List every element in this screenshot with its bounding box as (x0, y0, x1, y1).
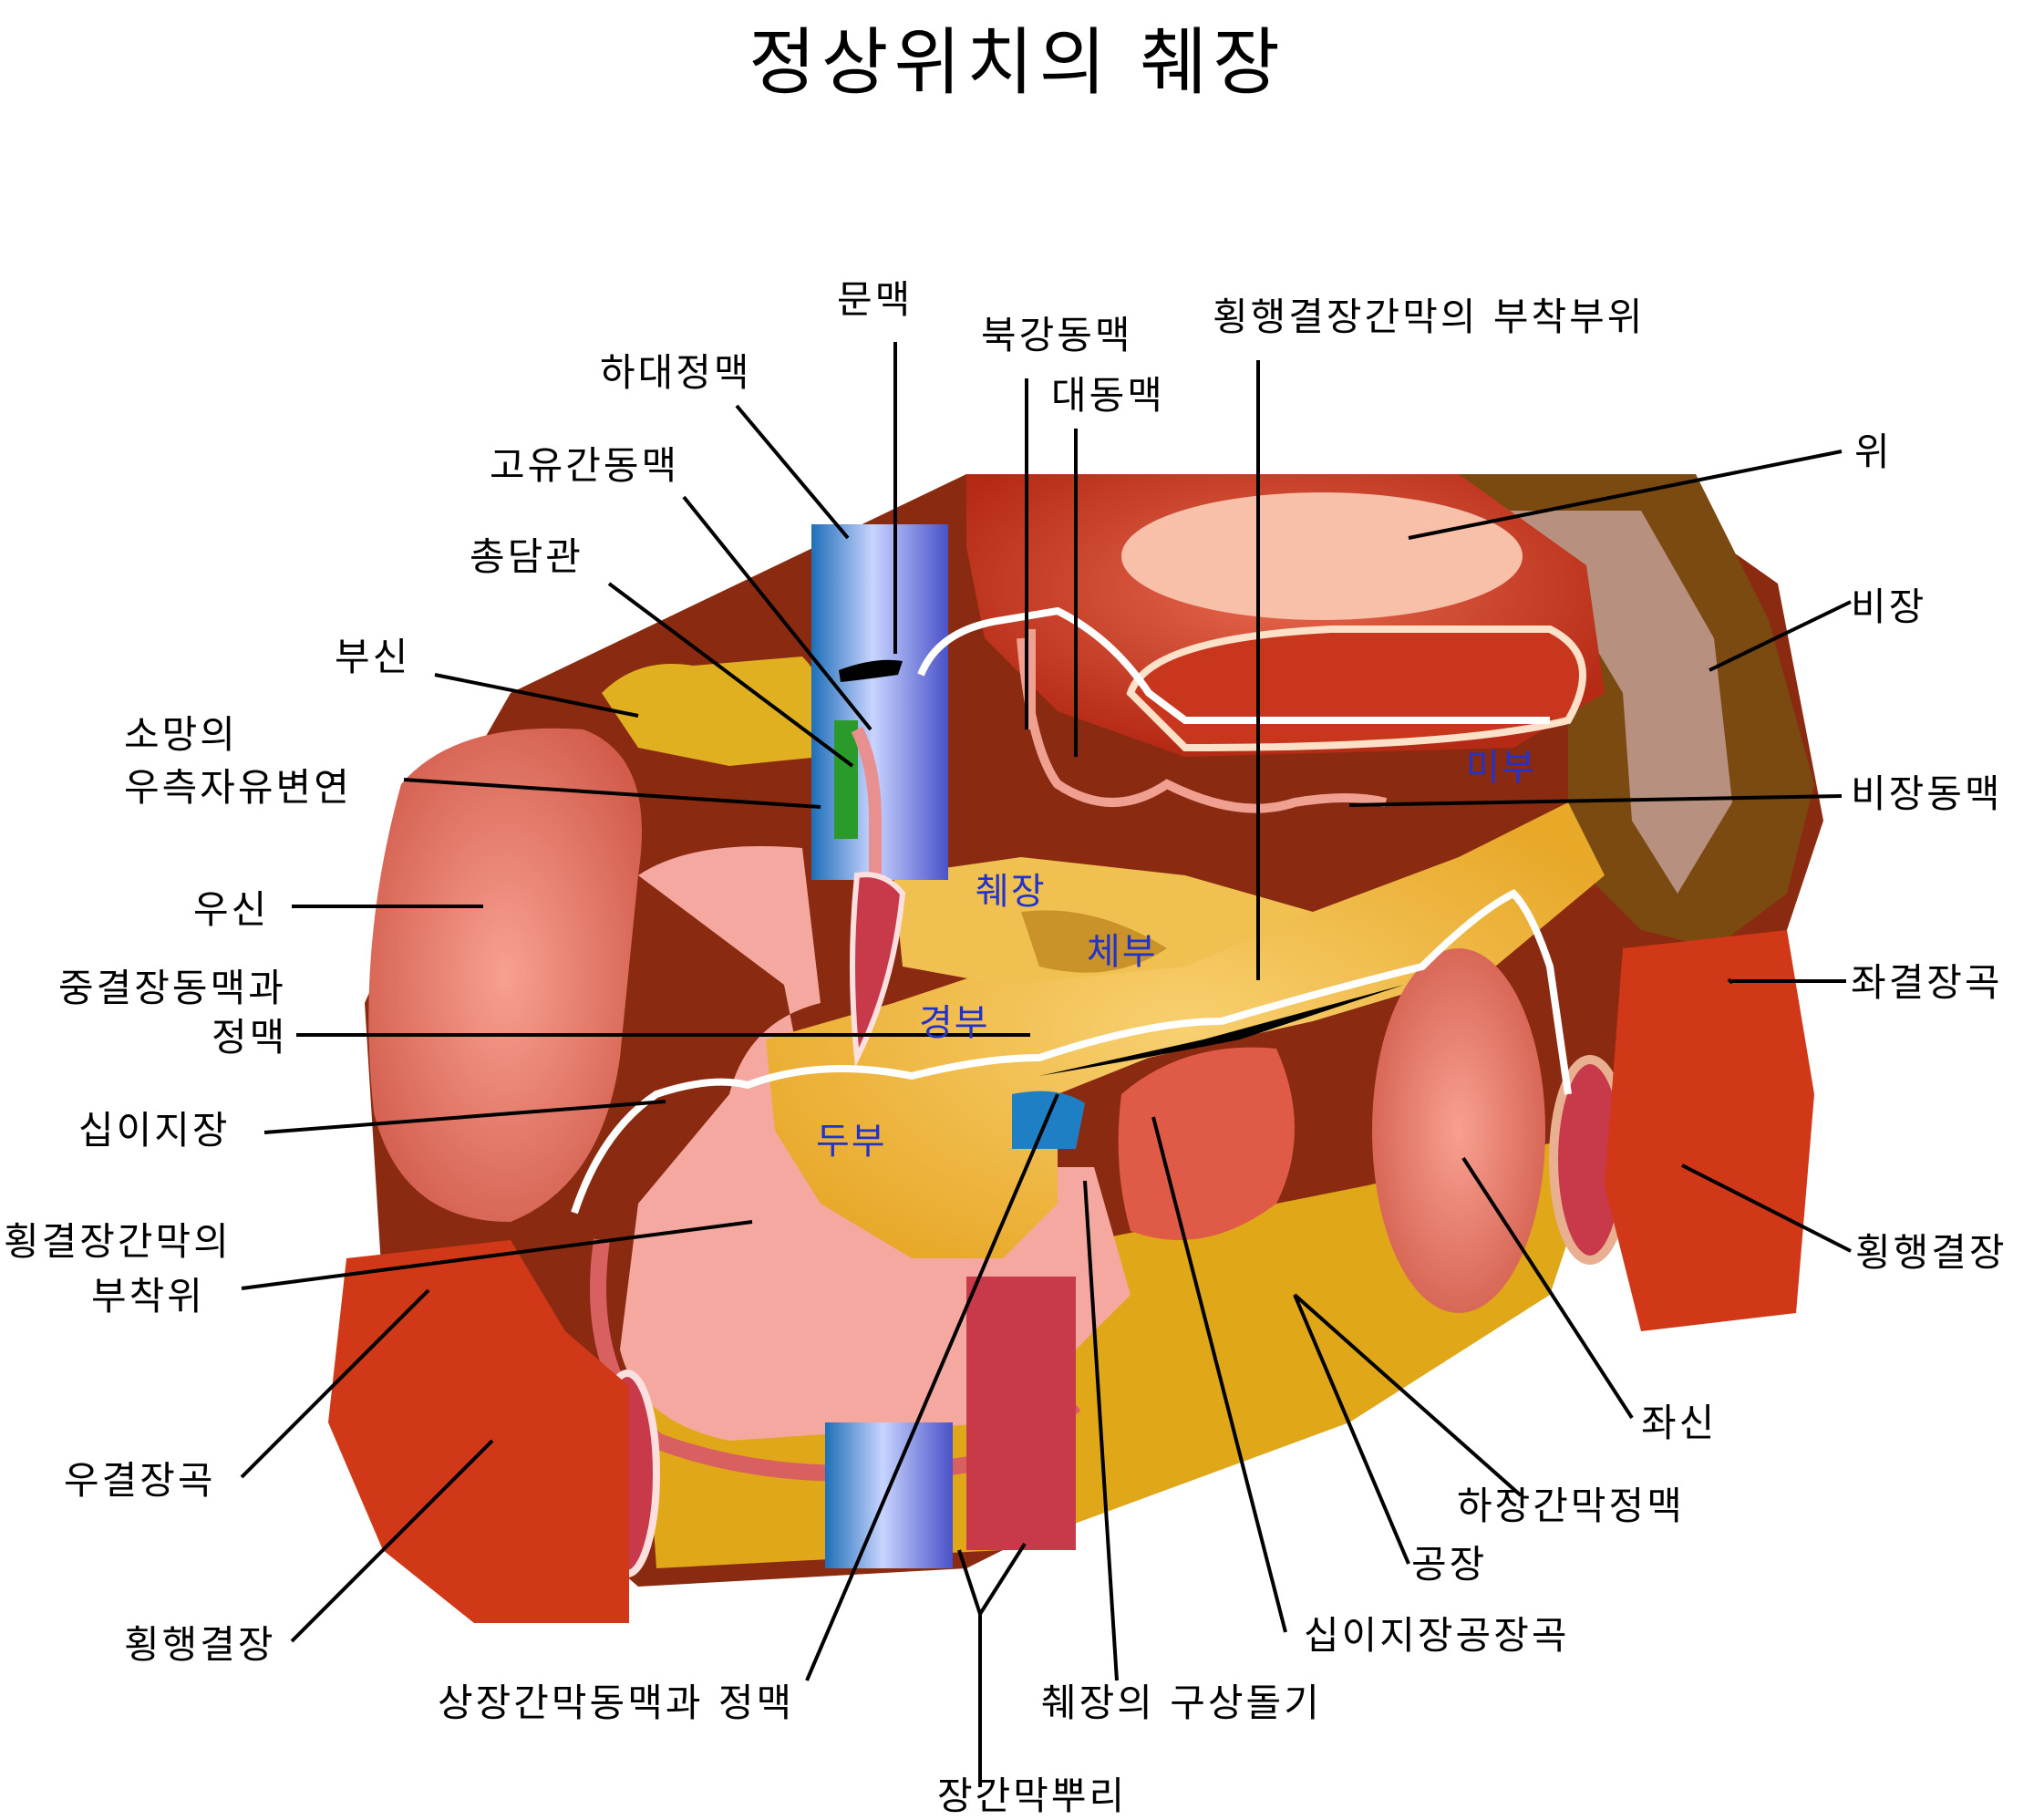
label-aorta: 대동맥 (1051, 373, 1165, 418)
label-duodenojejunal-flexure: 십이지장공장곡 (1304, 1613, 1570, 1658)
region-neck: 경부 (919, 1002, 990, 1044)
label-portal-vein: 문맥 (837, 277, 914, 322)
pancreas-shape (766, 802, 1605, 1258)
region-head: 두부 (816, 1121, 887, 1163)
label-transverse-colon-left: 횡행결장 (124, 1622, 276, 1667)
left-colic-flexure-shape (1605, 930, 1814, 1331)
label-spleen: 비장 (1851, 584, 1927, 629)
label-omentum-line2: 우측자유변연 (124, 765, 352, 810)
label-transverse-mesocolon-line2: 부착위 (91, 1274, 205, 1318)
jejunum-shape (1118, 1047, 1295, 1240)
mesentery-root-shape (966, 1277, 1076, 1550)
stomach-inner (1121, 492, 1523, 620)
stomach-fold-band (1126, 626, 1586, 752)
label-left-colic-flexure: 좌결장곡 (1851, 960, 2003, 1005)
region-pancreas: 췌장 (976, 871, 1047, 913)
common-bile-duct-shape (834, 720, 858, 839)
label-uncinate-process: 췌장의 구상돌기 (1041, 1680, 1322, 1725)
middle-colic-vessel (850, 872, 906, 1068)
label-mesentery-root: 장간막뿌리 (937, 1773, 1128, 1818)
portal-vein-slit (839, 659, 903, 682)
label-jejunum: 공장 (1411, 1542, 1488, 1587)
region-tail: 미부 (1466, 747, 1537, 789)
splenic-artery-shape (1017, 637, 1388, 813)
label-celiac-artery: 북강동맥 (981, 313, 1133, 357)
label-middle-colic-line2: 정맥 (212, 1015, 288, 1060)
label-proper-hepatic-artery: 고유간동맥 (490, 443, 680, 488)
label-ivc: 하대정맥 (600, 350, 752, 395)
label-middle-colic-line1: 중결장동맥과 (58, 966, 286, 1010)
pancreas-texture (1021, 910, 1167, 973)
region-body: 체부 (1087, 931, 1158, 973)
page-title: 정상위치의 췌장 (749, 20, 1285, 105)
ivc-lower-shape (825, 1422, 953, 1568)
label-common-bile-duct: 총담관 (470, 534, 583, 579)
left-kidney-shape (1372, 948, 1545, 1313)
leader-lines (240, 342, 1852, 1787)
label-transverse-mesocolon-attachment-top: 횡행결장간막의 부착부위 (1213, 295, 1646, 339)
label-splenic-artery: 비장동맥 (1851, 771, 2003, 816)
label-left-kidney: 좌신 (1641, 1401, 1718, 1445)
label-right-colic-flexure: 우결장곡 (64, 1458, 216, 1503)
label-stomach: 위 (1854, 429, 1893, 474)
right-kidney-shape (368, 728, 642, 1222)
label-adrenal: 부신 (335, 635, 411, 679)
label-transverse-colon-right: 횡행결장 (1855, 1230, 2008, 1275)
label-duodenum: 십이지장 (78, 1108, 231, 1153)
transverse-mesocolon-upper-line (917, 606, 1550, 724)
label-omentum-line1: 소망의 (124, 712, 238, 757)
label-right-kidney: 우신 (193, 887, 270, 932)
label-inferior-mesenteric-vein: 하장간막정맥 (1457, 1484, 1685, 1528)
label-transverse-mesocolon-line1: 횡결장간막의 (4, 1219, 232, 1264)
label-sma-smv: 상장간막동맥과 정맥 (438, 1680, 795, 1725)
adrenal-shape (602, 657, 827, 766)
mesocolon-attachment-line (571, 889, 1572, 1215)
